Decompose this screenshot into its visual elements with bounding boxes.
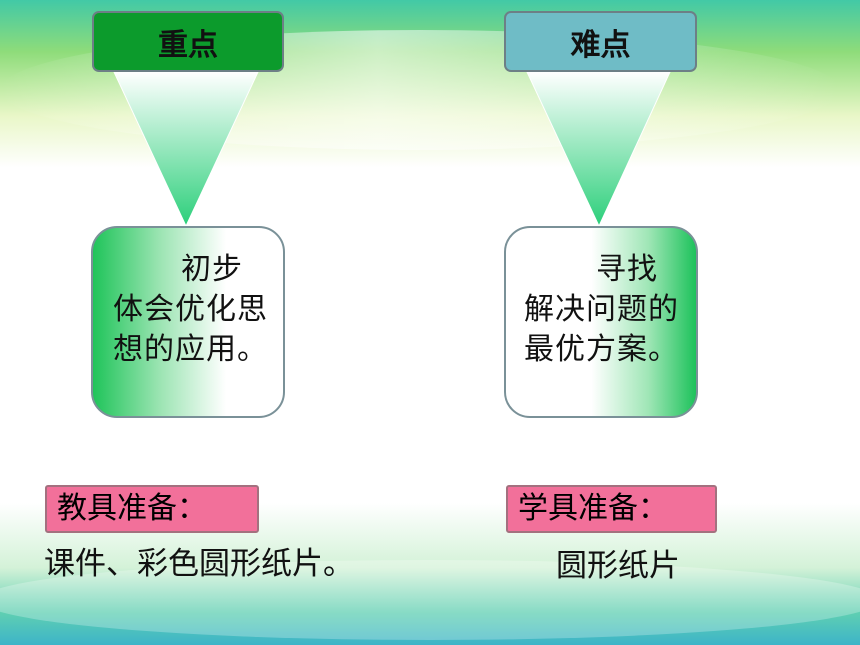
difficulty-card: 寻找解决问题的最优方案。 — [504, 226, 698, 418]
teaching-aids-materials: 课件、彩色圆形纸片。 — [44, 546, 354, 582]
teaching-aids-label: 教具准备： — [45, 485, 259, 533]
difficulty-title: 难点 — [570, 27, 631, 63]
key-point-text: 初步体会优化思想的应用。 — [113, 252, 268, 367]
key-point-title: 重点 — [158, 27, 218, 63]
cone-left — [113, 71, 259, 228]
learning-aids-label: 学具准备： — [506, 485, 717, 533]
cone-right — [526, 71, 671, 228]
key-point-header: 重点 — [92, 11, 284, 72]
difficulty-text: 寻找解决问题的最优方案。 — [524, 252, 679, 367]
learning-aids-materials: 圆形纸片 — [556, 548, 680, 584]
difficulty-header: 难点 — [504, 11, 697, 72]
key-point-card: 初步体会优化思想的应用。 — [91, 226, 285, 418]
